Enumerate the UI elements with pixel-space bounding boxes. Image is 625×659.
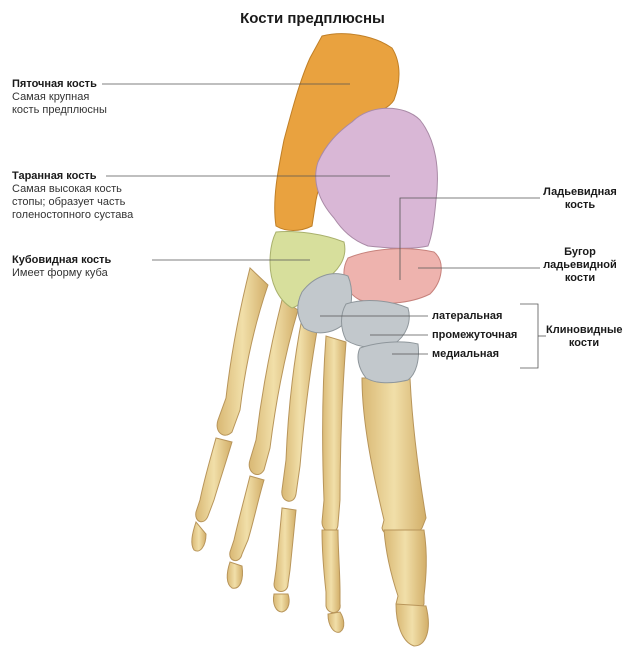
intermediate-cuneiform-bone xyxy=(342,301,410,348)
talus-desc-3: голеностопного сустава xyxy=(12,209,133,222)
tuberosity-line-1: Бугор xyxy=(540,246,620,259)
navicular-label: Ладьевидная кость xyxy=(540,186,620,212)
calcaneus-name: Пяточная кость xyxy=(12,78,107,91)
calcaneus-desc-2: кость предплюсны xyxy=(12,104,107,117)
intermediate-cuneiform-label: промежуточная xyxy=(432,329,517,342)
cuneiform-bracket xyxy=(520,304,538,368)
calcaneus-label: Пяточная кость Самая крупная кость предп… xyxy=(12,78,107,117)
medial-cuneiform-label: медиальная xyxy=(432,348,499,361)
tuberosity-line-2: ладьевидной xyxy=(540,259,620,272)
talus-desc-2: стопы; образует часть xyxy=(12,196,133,209)
cuneiform-group-label: Клиновидные кости xyxy=(546,324,622,350)
cuboid-label: Кубовидная кость Имеет форму куба xyxy=(12,254,111,280)
lateral-cuneiform-label: латеральная xyxy=(432,310,502,323)
tuberosity-line-3: кости xyxy=(540,272,620,285)
cuneiform-group-line-2: кости xyxy=(546,337,622,350)
navicular-line-1: Ладьевидная xyxy=(540,186,620,199)
tuberosity-label: Бугор ладьевидной кости xyxy=(540,246,620,285)
navicular-line-2: кость xyxy=(540,199,620,212)
talus-desc-1: Самая высокая кость xyxy=(12,183,133,196)
cuneiform-group-line-1: Клиновидные xyxy=(546,324,622,337)
navicular-tuberosity-bone xyxy=(344,249,441,304)
talus-name: Таранная кость xyxy=(12,170,133,183)
talus-label: Таранная кость Самая высокая кость стопы… xyxy=(12,170,133,222)
toe-2-bones xyxy=(322,336,346,632)
calcaneus-desc-1: Самая крупная xyxy=(12,91,107,104)
toe-1-bones xyxy=(362,378,428,646)
medial-cuneiform-bone xyxy=(358,342,419,383)
cuboid-name: Кубовидная кость xyxy=(12,254,111,267)
cuboid-desc-1: Имеет форму куба xyxy=(12,267,111,280)
